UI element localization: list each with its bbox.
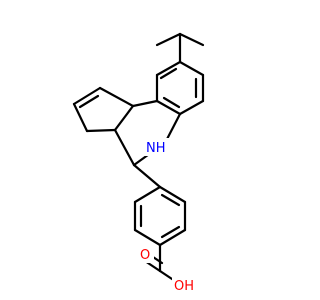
bond	[98, 86, 135, 108]
double-bond-inner	[159, 67, 178, 80]
bond	[132, 163, 162, 189]
bond	[178, 32, 205, 47]
oxygen-label: O	[140, 248, 150, 263]
bond	[178, 99, 205, 116]
molecule-drawing: NH O OH	[72, 32, 205, 294]
bond	[155, 32, 182, 47]
bond	[158, 185, 187, 204]
hydroxyl-label: OH	[174, 279, 194, 294]
bond	[85, 128, 117, 133]
double-bond-inner	[160, 193, 181, 207]
double-bond-inner	[78, 94, 100, 109]
nitrogen-label: NH	[146, 141, 166, 156]
bond	[72, 86, 102, 106]
atom-labels: NH O OH	[138, 138, 198, 294]
double-bond-inner	[162, 96, 181, 109]
bond	[113, 104, 135, 132]
structure-canvas: NH O OH	[72, 32, 205, 294]
bond	[155, 99, 182, 116]
bond	[158, 228, 187, 247]
bond	[155, 60, 182, 77]
bond	[113, 128, 136, 167]
bond	[133, 228, 162, 247]
bond	[178, 60, 205, 77]
bond	[131, 99, 159, 108]
bond	[72, 102, 89, 133]
fused-benzene-ring	[155, 60, 205, 116]
isopropyl-group	[155, 32, 205, 64]
phenyl-ring	[132, 163, 187, 247]
cyclopentene-ring	[72, 86, 135, 133]
bond	[133, 185, 162, 204]
double-bond-inner	[160, 225, 181, 239]
